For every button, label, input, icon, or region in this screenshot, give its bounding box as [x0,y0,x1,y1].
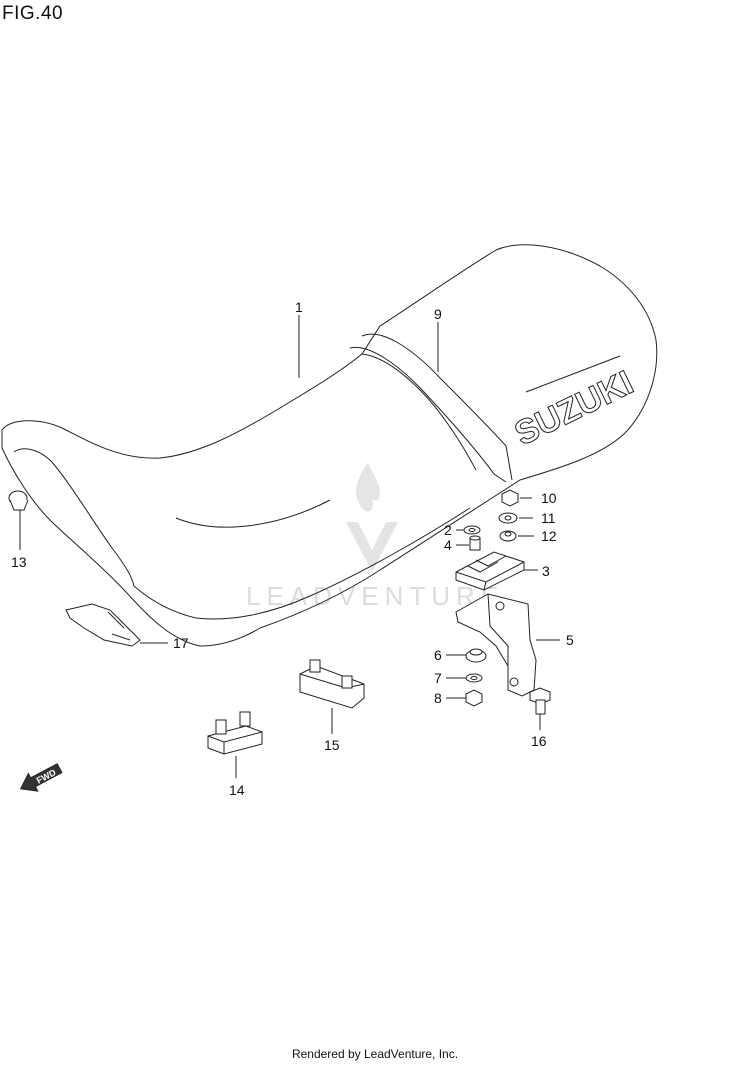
callout-15: 15 [324,737,340,753]
part-6-cushion [465,648,487,663]
callout-9: 9 [434,306,442,322]
part-4-collar [469,535,481,551]
part-5-seat-bracket [455,593,537,697]
part-13-grommet [8,490,29,511]
seat-hump-line [361,353,477,471]
seat-contour-line [175,499,331,528]
callout-8: 8 [434,690,442,706]
seat-lower-edge [133,507,471,620]
watermark-text: LEADVENTURE [246,581,504,611]
callout-labels: 1 2 3 4 5 6 7 8 9 10 11 12 13 14 15 16 1… [11,299,574,798]
part-12-nut [499,530,517,542]
part-8-nut [465,689,483,707]
leadventure-watermark: LEADVENTURE [246,462,504,611]
callout-10: 10 [541,490,557,506]
callout-5: 5 [566,632,574,648]
seat-strap [349,333,513,483]
part-14-damper [207,711,263,755]
v-logo-icon [346,522,398,572]
callout-2: 2 [444,522,452,538]
callout-7: 7 [434,670,442,686]
seat-outline [1,244,658,647]
part-10-nut [501,489,519,507]
callout-16: 16 [531,733,547,749]
seat-side-panel [13,448,135,587]
seat-brand-logo: SUZUKI [509,364,639,454]
footer-credit: Rendered by LeadVenture, Inc. [291,1047,459,1061]
figure-title: FIG.40 [2,3,64,24]
part-17-bracket-plate [65,603,141,647]
callout-17: 17 [173,635,189,651]
arrow-forward-icon [19,763,63,792]
flame-logo-icon [355,462,380,512]
forward-direction-arrow: FWD [19,763,63,792]
part-2-washer [463,525,481,535]
callout-3: 3 [542,563,550,579]
callout-13: 13 [11,554,27,570]
part-16-bolt [529,687,551,715]
callout-1: 1 [295,299,303,315]
part-11-washer [498,512,518,524]
seat-rear-line [525,355,621,393]
callout-14: 14 [229,782,245,798]
part-15-damper [299,659,365,709]
leader-lines [19,315,560,778]
callout-12: 12 [541,528,557,544]
callout-4: 4 [444,537,452,553]
callout-11: 11 [541,510,556,526]
callout-6: 6 [434,647,442,663]
part-7-washer [465,673,483,683]
